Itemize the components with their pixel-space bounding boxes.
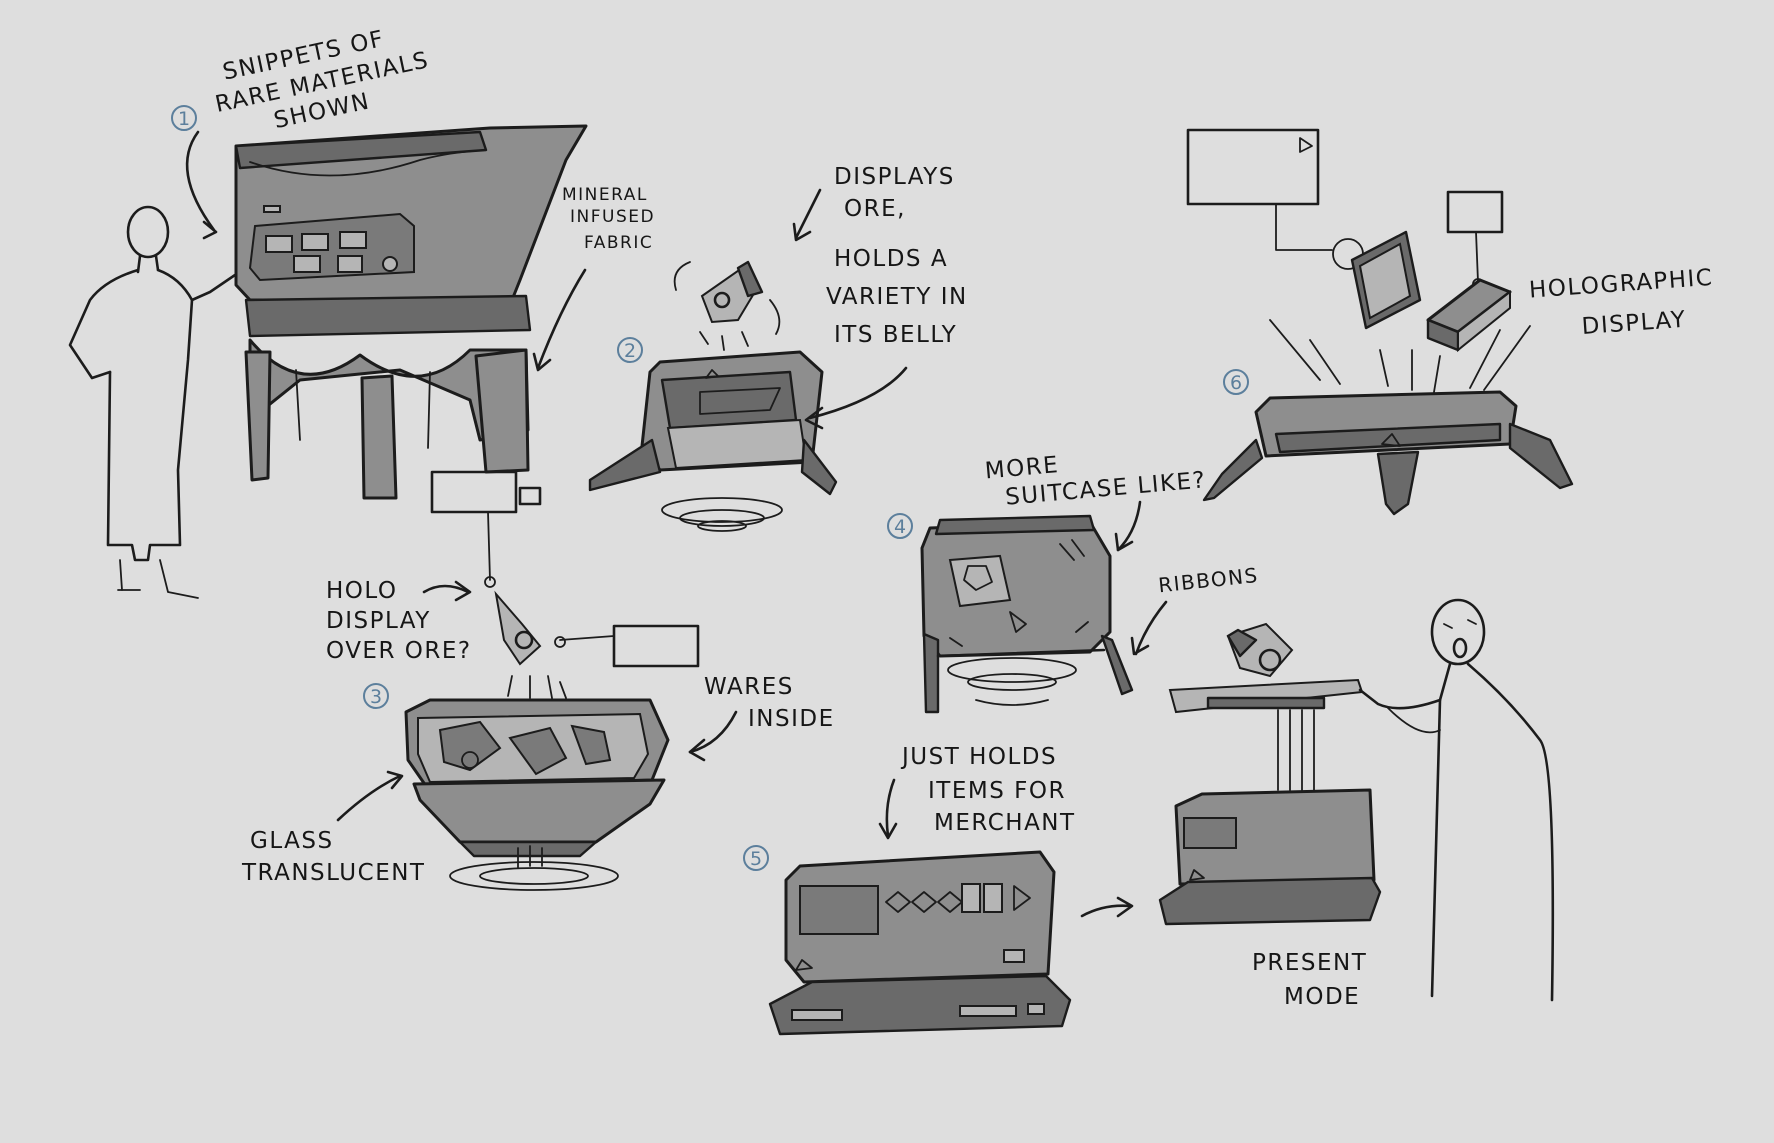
number-2-label: 2 (624, 340, 636, 362)
number-5-label: 5 (750, 848, 762, 870)
note-holographic-line-2: DISPLAY (1581, 307, 1687, 340)
note-glass-line-1: GLASS (250, 828, 334, 854)
note-displays-ore-line-1: DISPLAYS (834, 164, 955, 190)
number-marker-1: 1 (171, 105, 197, 131)
note-wares-inside: WARES INSIDE (704, 674, 835, 732)
note-suitcase-line-1: MORE (984, 452, 1060, 484)
concept-3-glass-case (336, 470, 738, 891)
spectator-figure-right (1358, 598, 1555, 1002)
ore-crystal-2 (673, 260, 781, 351)
note-wares-inside-line-2: INSIDE (748, 706, 835, 732)
note-just-holds: JUST HOLDS ITEMS FOR MERCHANT (900, 744, 1076, 836)
note-displays-ore: DISPLAYS ORE, HOLDS A VARIETY IN ITS BEL… (826, 164, 968, 348)
note-suitcase: MORE SUITCASE LIKE? (984, 452, 1207, 511)
note-holo-over-ore-line-3: OVER ORE? (326, 638, 472, 664)
number-6-label: 6 (1230, 372, 1242, 394)
note-ribbons-line-1: RIBBONS (1157, 563, 1260, 597)
note-displays-ore-line-5: ITS BELLY (834, 322, 957, 348)
note-just-holds-line-1: JUST HOLDS (900, 744, 1057, 770)
number-marker-5: 5 (743, 845, 769, 871)
note-mineral-fabric-line-3: FABRIC (584, 233, 653, 253)
note-displays-ore-line-2: ORE, (844, 196, 906, 222)
merchant-figure-left (68, 205, 237, 599)
note-present-mode-line-1: PRESENT (1252, 950, 1367, 976)
note-rare-materials: SNIPPETS OF RARE MATERIALS SHOWN (213, 26, 432, 134)
note-glass-line-2: TRANSLUCENT (241, 860, 426, 886)
note-displays-ore-line-3: HOLDS A (834, 246, 948, 272)
number-4-label: 4 (894, 516, 906, 538)
number-1-label: 1 (178, 108, 190, 130)
note-holo-over-ore: HOLO DISPLAY OVER ORE? (326, 578, 472, 664)
note-mineral-fabric-line-2: INFUSED (570, 207, 655, 227)
concept-2-ore-pod (588, 188, 908, 532)
number-marker-6: 6 (1223, 369, 1249, 395)
concept-6-holo-display (1186, 128, 1574, 516)
note-just-holds-line-2: ITEMS FOR (928, 778, 1066, 804)
concept-1-stall (68, 124, 588, 599)
note-present-mode: PRESENT MODE (1252, 950, 1367, 1010)
note-holographic: HOLOGRAPHIC DISPLAY (1528, 265, 1714, 340)
note-present-mode-line-2: MODE (1284, 984, 1360, 1010)
note-wares-inside-line-1: WARES (704, 674, 794, 700)
note-just-holds-line-3: MERCHANT (934, 810, 1076, 836)
number-3-label: 3 (370, 686, 382, 708)
note-holo-over-ore-line-2: DISPLAY (326, 608, 431, 634)
note-displays-ore-line-4: VARIETY IN (826, 284, 968, 310)
note-ribbons: RIBBONS (1157, 563, 1260, 597)
note-holo-over-ore-line-1: HOLO (326, 578, 398, 604)
note-mineral-fabric: MINERAL INFUSED FABRIC (562, 185, 655, 253)
note-holographic-line-1: HOLOGRAPHIC (1528, 265, 1714, 304)
present-mode-stand (1158, 598, 1555, 1002)
concept-5-chest (768, 778, 1134, 1036)
concept-4-suitcase (920, 500, 1168, 714)
number-marker-3: 3 (363, 683, 389, 709)
number-marker-4: 4 (887, 513, 913, 539)
note-mineral-fabric-line-1: MINERAL (562, 185, 648, 205)
number-marker-2: 2 (617, 337, 643, 363)
note-glass-translucent: GLASS TRANSLUCENT (241, 828, 426, 886)
